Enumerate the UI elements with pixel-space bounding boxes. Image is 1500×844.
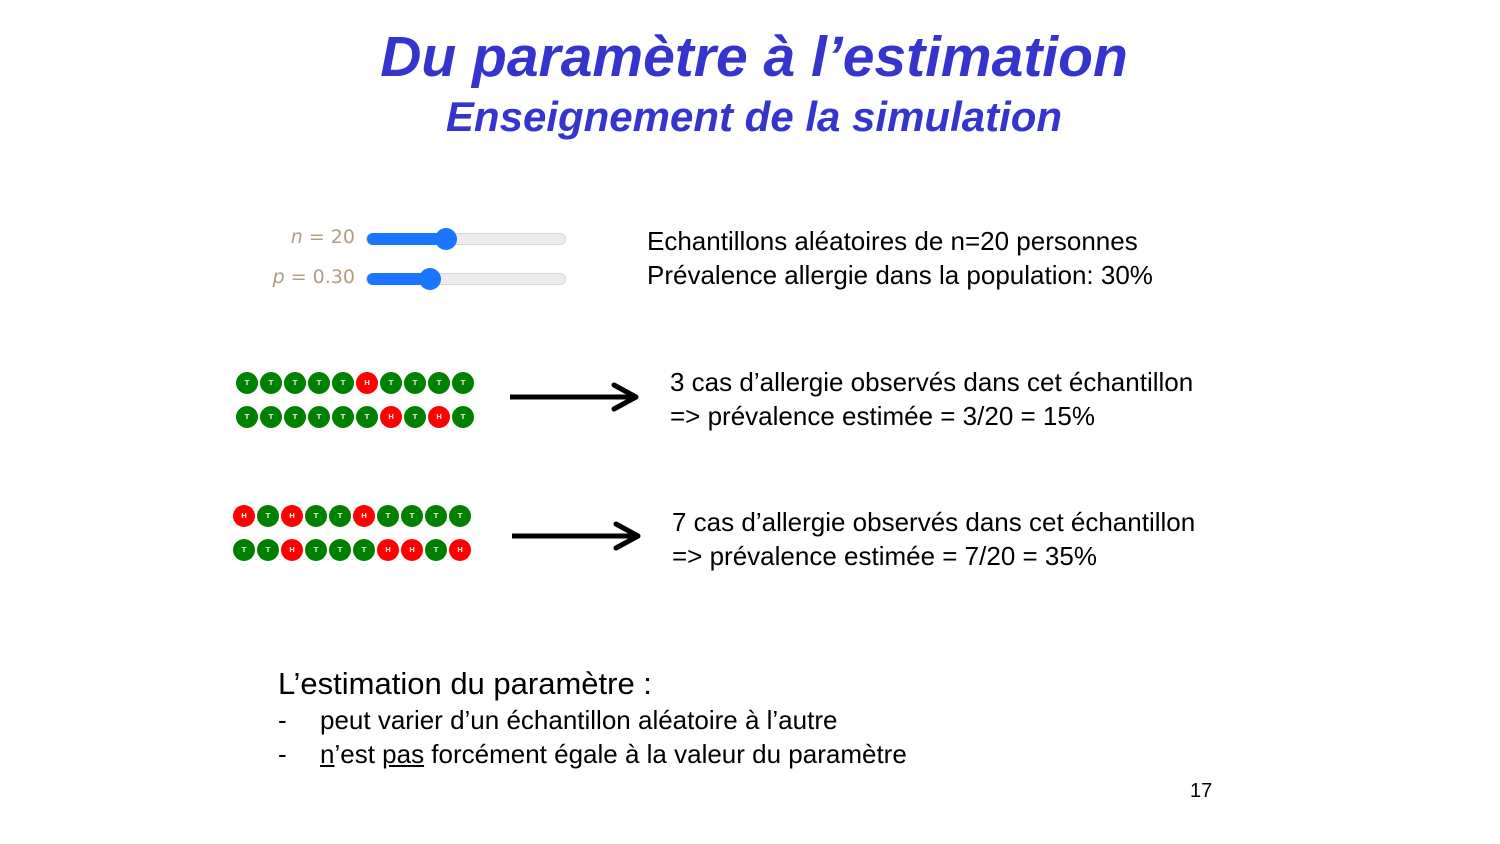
- allergy-case-dot: H: [449, 539, 471, 561]
- allergy-case-dot: H: [281, 539, 303, 561]
- no-allergy-dot: T: [353, 539, 375, 561]
- bullet-1-text: peut varier d’un échantillon aléatoire à…: [320, 705, 838, 735]
- slider-n-fill: [367, 233, 449, 245]
- sample-2-cases: 7 cas d’allergie observés dans cet échan…: [672, 507, 1196, 537]
- no-allergy-dot: T: [260, 372, 282, 394]
- no-allergy-dot: T: [452, 372, 474, 394]
- no-allergy-dot: T: [452, 406, 474, 428]
- slider-n-label: n = 20: [290, 226, 355, 248]
- slider-p-label: p = 0.30: [272, 266, 355, 288]
- bullet-2-text-a: ’est: [334, 739, 383, 769]
- allergy-case-dot: H: [233, 505, 255, 527]
- sample-2-estimate: => prévalence estimée = 7/20 = 35%: [672, 541, 1097, 571]
- page-number: 17: [1190, 780, 1213, 802]
- conclusion-bullet-2: - n’est pas forcément égale à la valeur d…: [278, 737, 907, 771]
- arrow-right-icon: [512, 521, 641, 551]
- no-allergy-dot: T: [425, 539, 447, 561]
- bullet-2-underlined-n: n: [320, 739, 335, 769]
- slide-title: Du paramètre à l’estimation: [380, 25, 1128, 89]
- no-allergy-dot: T: [380, 372, 402, 394]
- allergy-case-dot: H: [380, 406, 402, 428]
- no-allergy-dot: T: [356, 406, 378, 428]
- population-prevalence-text: Prévalence allergie dans la population: …: [647, 260, 1153, 290]
- no-allergy-dot: T: [233, 539, 255, 561]
- no-allergy-dot: T: [428, 372, 450, 394]
- bullet-2-text-b: forcément égale à la valeur du paramètre: [424, 739, 907, 769]
- bullet-dash: -: [278, 739, 287, 769]
- sample-1-cases: 3 cas d’allergie observés dans cet échan…: [670, 367, 1194, 397]
- sample-1-estimate: => prévalence estimée = 3/20 = 15%: [670, 401, 1095, 431]
- conclusion-heading: L’estimation du paramètre :: [278, 666, 652, 701]
- allergy-case-dot: H: [353, 505, 375, 527]
- no-allergy-dot: T: [332, 372, 354, 394]
- no-allergy-dot: T: [260, 406, 282, 428]
- no-allergy-dot: T: [377, 505, 399, 527]
- no-allergy-dot: T: [257, 505, 279, 527]
- no-allergy-dot: T: [305, 505, 327, 527]
- slider-p-fill: [367, 273, 433, 285]
- no-allergy-dot: T: [257, 539, 279, 561]
- no-allergy-dot: T: [308, 406, 330, 428]
- sample-2-result: 7 cas d’allergie observés dans cet échan…: [672, 505, 1195, 573]
- no-allergy-dot: T: [284, 406, 306, 428]
- allergy-case-dot: H: [281, 505, 303, 527]
- no-allergy-dot: T: [404, 372, 426, 394]
- no-allergy-dot: T: [284, 372, 306, 394]
- slider-p-thumb[interactable]: [419, 268, 441, 290]
- allergy-case-dot: H: [401, 539, 423, 561]
- conclusion-bullet-1: - peut varier d’un échantillon aléatoire …: [278, 703, 837, 737]
- slider-n-row: n = 20: [240, 224, 570, 254]
- allergy-case-dot: H: [377, 539, 399, 561]
- no-allergy-dot: T: [332, 406, 354, 428]
- slider-n-thumb[interactable]: [435, 228, 457, 250]
- allergy-case-dot: H: [428, 406, 450, 428]
- slider-p-track[interactable]: [366, 268, 566, 290]
- no-allergy-dot: T: [236, 406, 258, 428]
- setup-description: Echantillons aléatoires de n=20 personne…: [647, 224, 1153, 292]
- no-allergy-dot: T: [404, 406, 426, 428]
- sample-1-result: 3 cas d’allergie observés dans cet échan…: [670, 365, 1193, 433]
- sample-size-text: Echantillons aléatoires de n=20 personne…: [647, 226, 1138, 256]
- no-allergy-dot: T: [329, 539, 351, 561]
- no-allergy-dot: T: [308, 372, 330, 394]
- slider-p-row: p = 0.30: [240, 264, 570, 294]
- no-allergy-dot: T: [449, 505, 471, 527]
- slide-subtitle: Enseignement de la simulation: [445, 93, 1063, 140]
- arrow-right-icon: [510, 382, 639, 412]
- bullet-2-underlined-pas: pas: [382, 739, 425, 769]
- no-allergy-dot: T: [236, 372, 258, 394]
- no-allergy-dot: T: [425, 505, 447, 527]
- no-allergy-dot: T: [401, 505, 423, 527]
- allergy-case-dot: H: [356, 372, 378, 394]
- no-allergy-dot: T: [305, 539, 327, 561]
- slider-n-track[interactable]: [366, 228, 566, 250]
- no-allergy-dot: T: [329, 505, 351, 527]
- bullet-dash: -: [278, 705, 287, 735]
